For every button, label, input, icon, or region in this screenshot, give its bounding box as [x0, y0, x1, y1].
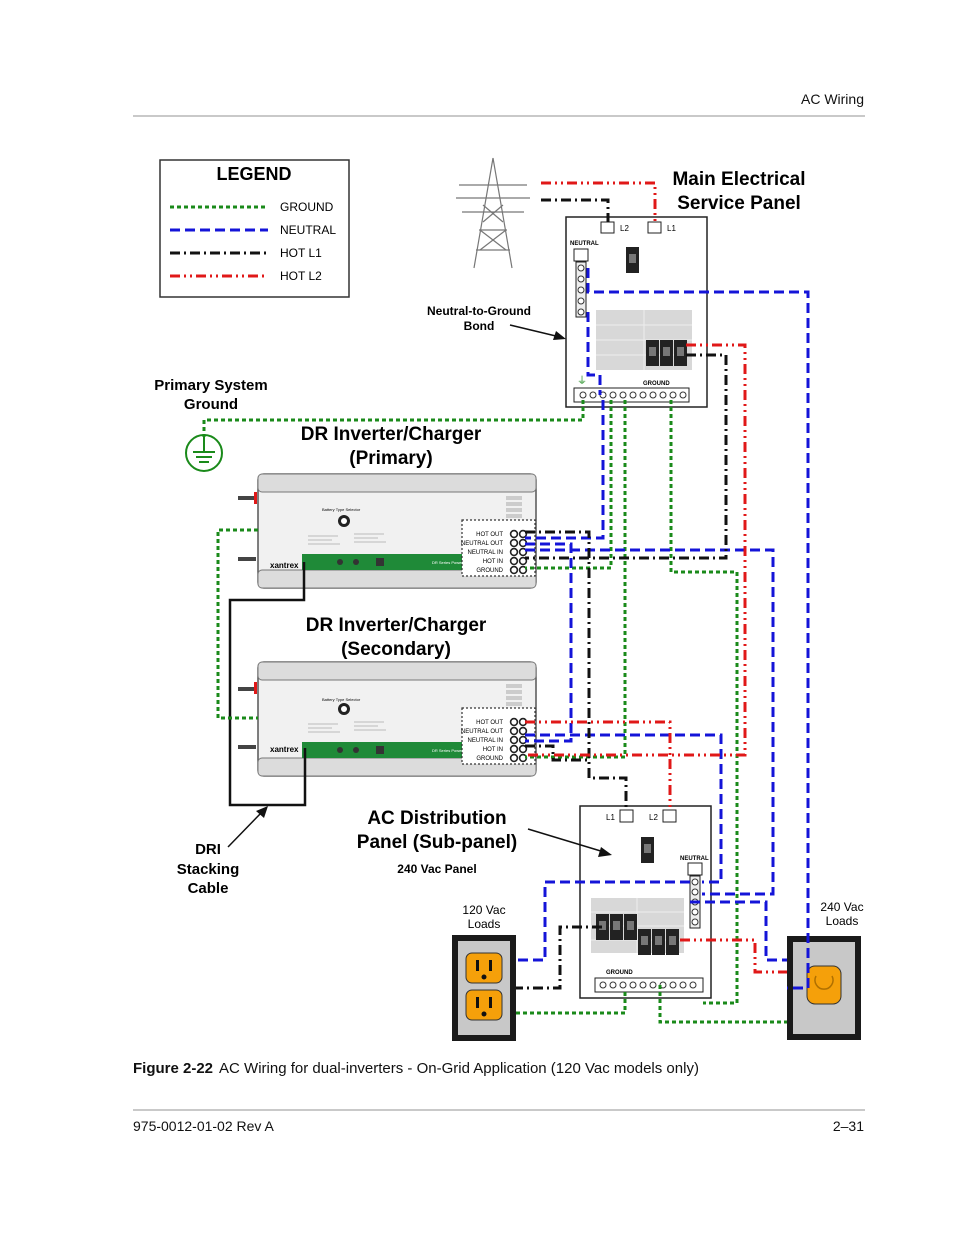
main-l1-label: L1	[667, 224, 676, 233]
inverter-primary-title-1: DR Inverter/Charger	[301, 424, 482, 445]
loads-240-label-1: 240 Vac	[820, 900, 863, 914]
outlet-120-icon	[452, 935, 516, 1041]
svg-text:HOT OUT: HOT OUT	[476, 720, 503, 726]
inverter-primary-brand: xantrex	[270, 561, 299, 570]
svg-text:⏚: ⏚	[577, 375, 587, 387]
loads-240-label-2: Loads	[826, 914, 859, 928]
sub-panel-title-1: AC Distribution	[367, 808, 506, 829]
figure-caption: Figure 2-22 AC Wiring for dual-inverters …	[133, 1060, 699, 1077]
legend-label-neutral: NEUTRAL	[280, 223, 336, 237]
svg-text:HOT IN: HOT IN	[483, 747, 503, 753]
sub-neutral-label: NEUTRAL	[680, 856, 709, 862]
hot-l2-wires	[525, 181, 787, 974]
svg-text:NEUTRAL IN: NEUTRAL IN	[468, 738, 503, 744]
bond-label-1: Neutral-to-Ground	[427, 304, 531, 318]
dri-label-3: Cable	[188, 880, 229, 897]
svg-text:NEUTRAL OUT: NEUTRAL OUT	[461, 729, 503, 735]
main-l2-label: L2	[620, 224, 629, 233]
power-tower-icon	[456, 157, 530, 269]
inverter-secondary-selector: Battery Type Selector	[322, 697, 361, 702]
neutral-wires	[516, 268, 810, 990]
svg-text:HOT IN: HOT IN	[483, 559, 503, 565]
earth-ground-icon	[185, 434, 223, 472]
inverter-primary-strip: DR Series Power Center	[432, 560, 476, 565]
svg-text:NEUTRAL IN: NEUTRAL IN	[468, 550, 503, 556]
footer-rule	[133, 1109, 865, 1111]
inverter-secondary-title-2: (Secondary)	[341, 639, 451, 660]
svg-text:GROUND: GROUND	[476, 756, 503, 762]
hot-l1-wires	[516, 198, 728, 990]
inverter-primary-title-2: (Primary)	[349, 448, 432, 469]
figure-number: Figure 2-22	[133, 1060, 214, 1077]
inverter-secondary: xantrex Battery Type Selector DR Series …	[238, 661, 537, 777]
header-rule	[133, 115, 865, 117]
primary-ground-label-1: Primary System	[154, 377, 267, 394]
figure-caption-text: AC Wiring for dual-inverters - On-Grid A…	[219, 1060, 699, 1077]
svg-text:HOT OUT: HOT OUT	[476, 532, 503, 538]
inverter-primary: xantrex Battery Type Selector DR Series …	[238, 473, 537, 589]
inverter-secondary-title-1: DR Inverter/Charger	[306, 615, 487, 636]
legend-label-hot-l1: HOT L1	[280, 246, 322, 260]
loads-120-label-1: 120 Vac	[462, 903, 505, 917]
dri-stacking-cable	[228, 562, 307, 807]
inverter-secondary-strip: DR Series Power Center	[432, 748, 476, 753]
sub-panel-title-2: Panel (Sub-panel)	[357, 832, 517, 853]
sub-panel-subtitle: 240 Vac Panel	[397, 862, 476, 876]
page-number: 2–31	[832, 1118, 864, 1134]
bond-label-2: Bond	[464, 319, 495, 333]
inverter-primary-selector: Battery Type Selector	[322, 507, 361, 512]
sub-l2-label: L2	[649, 813, 658, 822]
primary-ground-label-2: Ground	[184, 396, 238, 413]
inverter-secondary-brand: xantrex	[270, 745, 299, 754]
legend-label-hot-l2: HOT L2	[280, 269, 322, 283]
section-header: AC Wiring	[800, 91, 864, 107]
sub-ground-label: GROUND	[606, 970, 633, 976]
main-neutral-label: NEUTRAL	[570, 241, 599, 247]
legend-title: LEGEND	[216, 164, 291, 184]
loads-120-label-2: Loads	[468, 917, 501, 931]
bond-arrow	[509, 324, 561, 338]
main-panel-title-2: Service Panel	[677, 193, 801, 214]
dri-label-1: DRI	[195, 841, 221, 858]
sub-panel: L1 L2 NEUTRAL GROUND	[579, 805, 712, 999]
svg-text:NEUTRAL OUT: NEUTRAL OUT	[461, 541, 503, 547]
svg-text:GROUND: GROUND	[476, 568, 503, 574]
sub-l1-label: L1	[606, 813, 615, 822]
legend-box: LEGEND GROUND NEUTRAL HOT L1 HOT L2	[159, 159, 350, 298]
dri-label-2: Stacking	[177, 861, 240, 878]
legend-label-ground: GROUND	[280, 200, 334, 214]
doc-id: 975-0012-01-02 Rev A	[133, 1118, 274, 1134]
main-panel-title-1: Main Electrical	[672, 169, 805, 190]
ground-wires	[202, 400, 787, 1024]
main-ground-label: GROUND	[643, 381, 670, 387]
